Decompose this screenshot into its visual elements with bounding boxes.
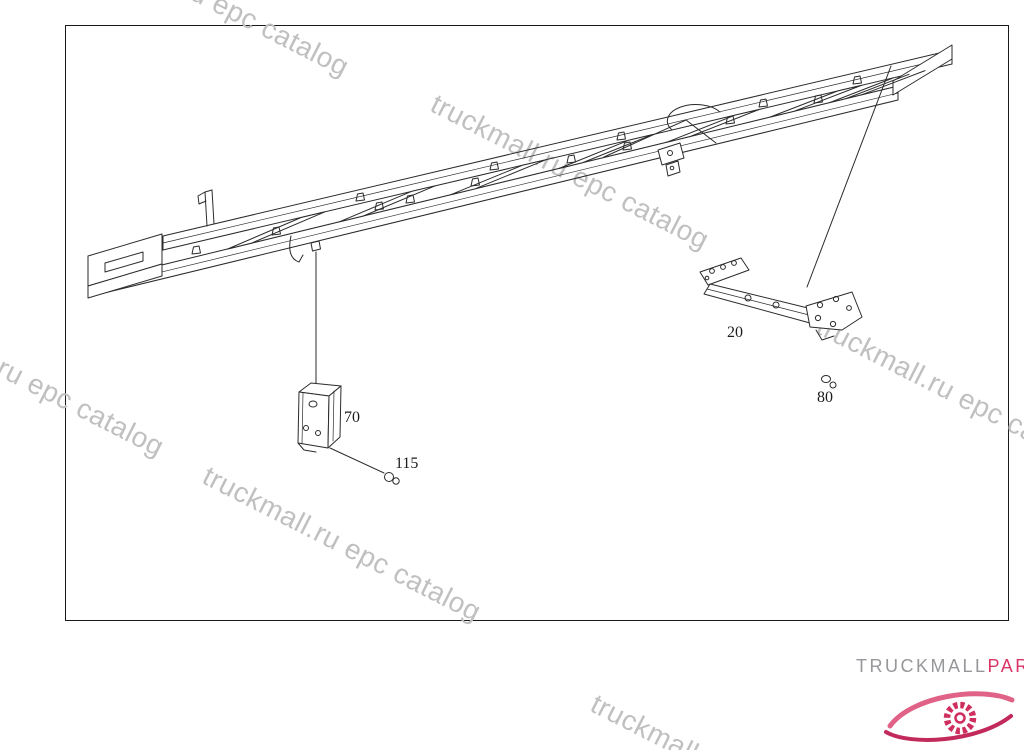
ladder-frame: [87, 44, 953, 299]
part-70-bracket: [297, 382, 342, 453]
part-label-70[interactable]: 70: [344, 409, 360, 426]
front-crossmember: [87, 233, 163, 299]
gear-swoosh-icon: [884, 691, 1015, 742]
part-80-bolt: [821, 375, 837, 389]
near-side-rail: [99, 85, 899, 295]
part-label-80[interactable]: 80: [817, 389, 833, 406]
far-side-rail: [162, 49, 953, 251]
part-label-115[interactable]: 115: [395, 455, 419, 472]
logo-text-accent: PARTS: [987, 656, 1024, 676]
frame-brackets: [197, 142, 685, 263]
part-115-bolt: [384, 472, 400, 485]
diagram-border: [65, 25, 1009, 621]
leader-lines: [315, 65, 892, 474]
truckmall-logo: TRUCKMALLPARTS: [856, 656, 1024, 677]
logo-text-primary: TRUCKMALL: [856, 656, 988, 676]
part-20-crossmember: [699, 257, 863, 341]
part-label-20[interactable]: 20: [727, 324, 743, 341]
